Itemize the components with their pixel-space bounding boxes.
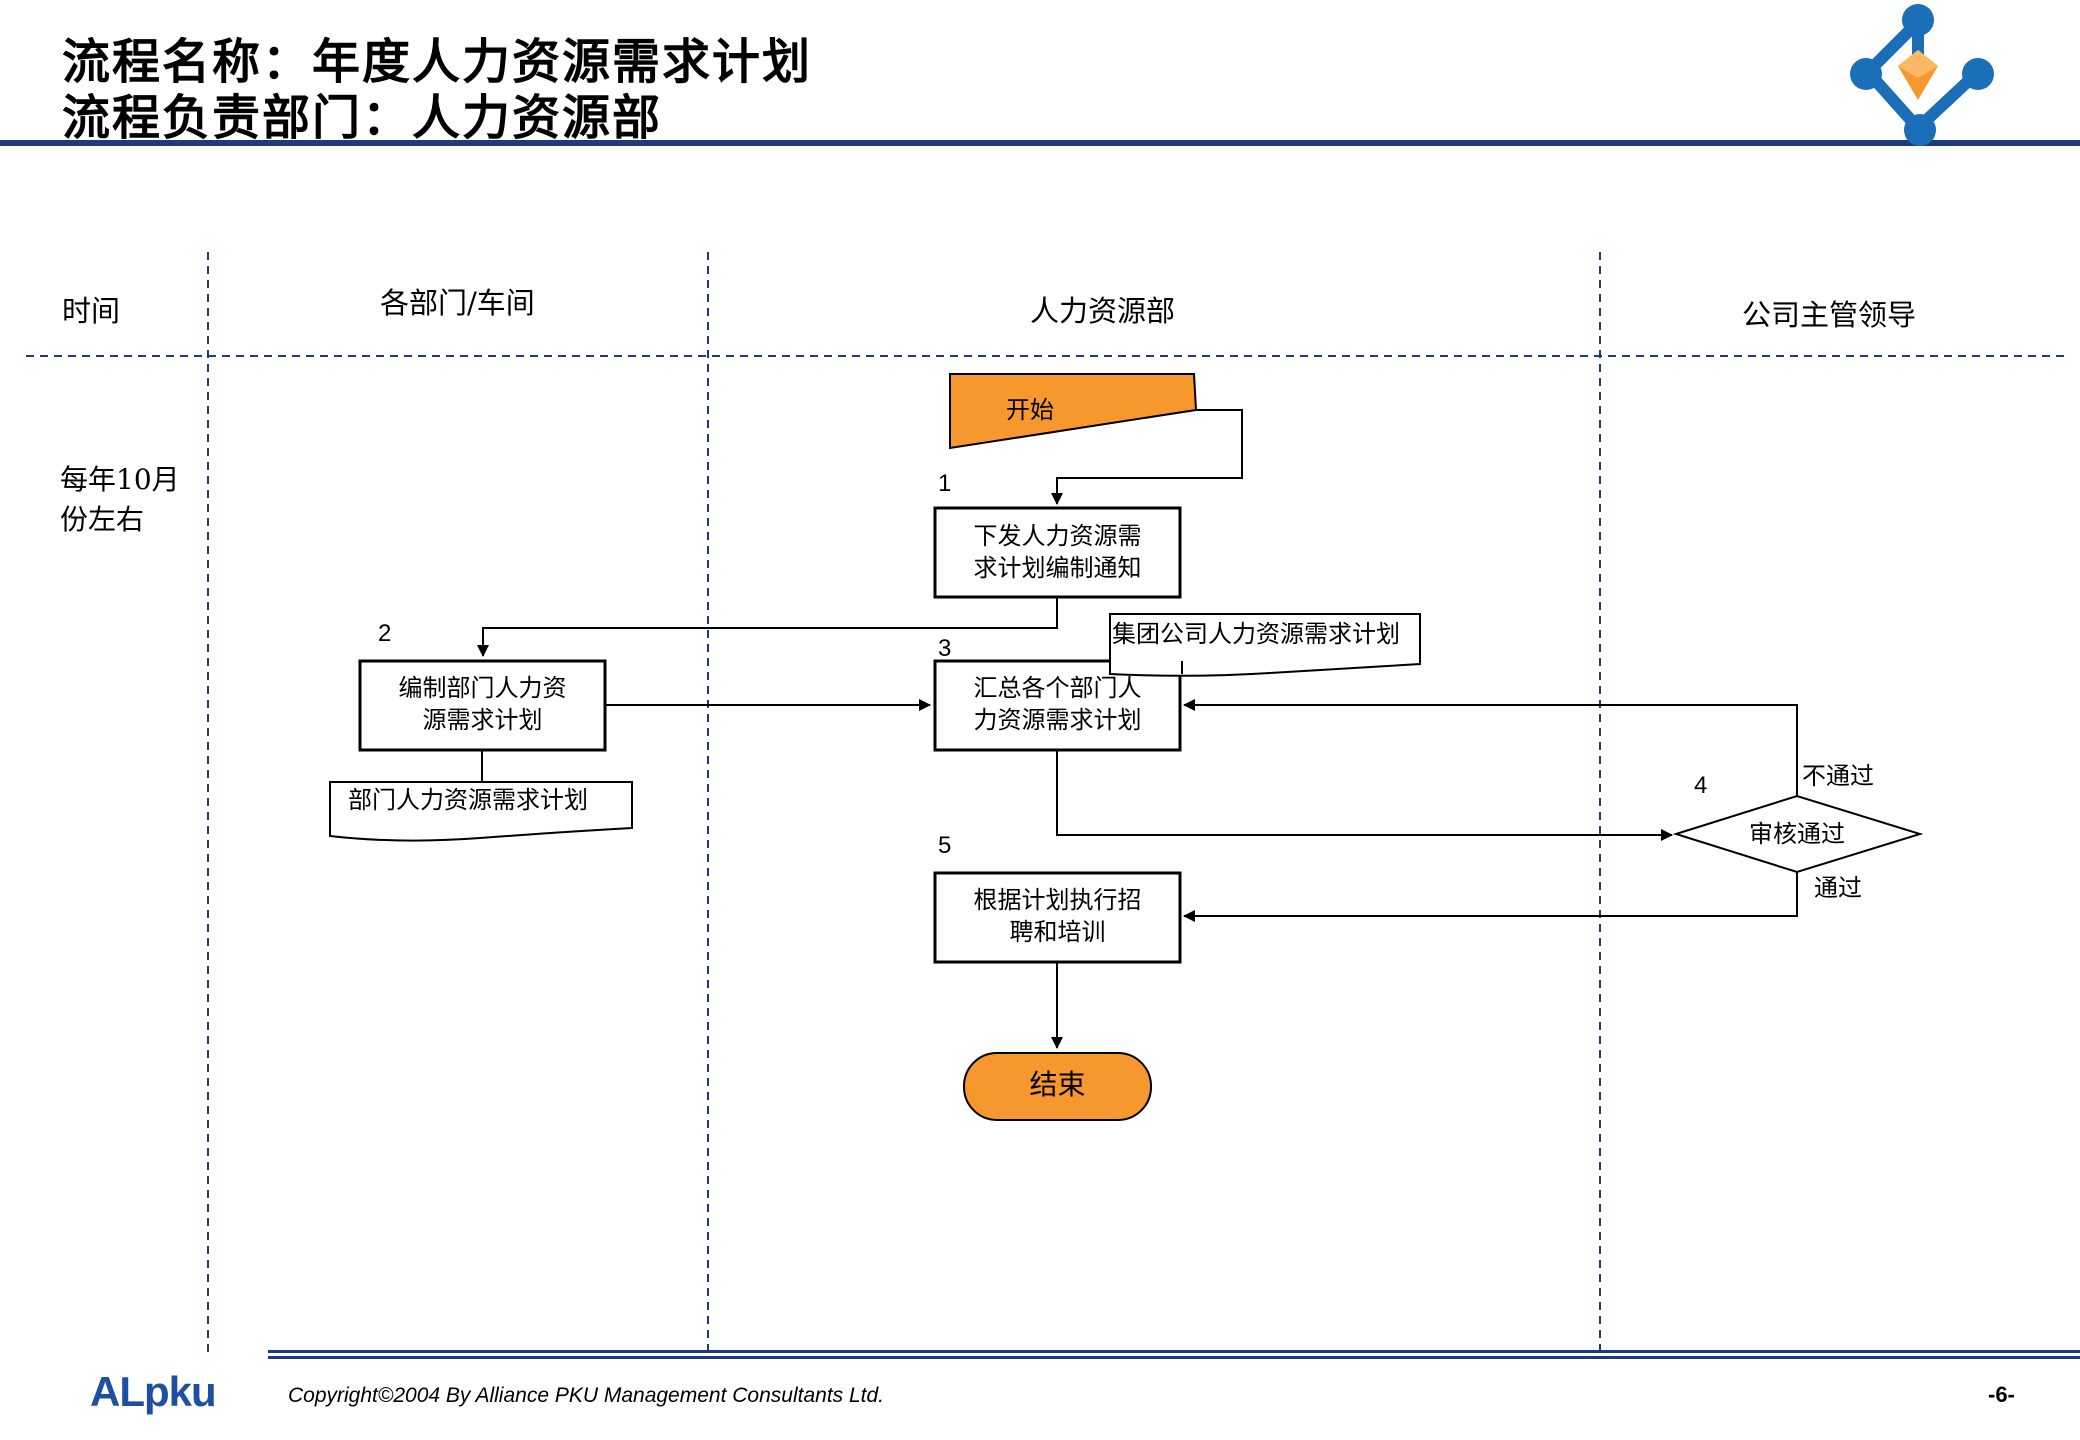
time-note-line2: 份左右 <box>60 503 145 536</box>
header-divider <box>0 140 2080 146</box>
step4-diamond <box>1672 794 1924 874</box>
lane-dividers <box>26 252 2066 1352</box>
end-label: 结束 <box>1029 1068 1086 1101</box>
step1-label-line1: 下发人力资源需 <box>973 522 1142 550</box>
step1-number: 1 <box>938 470 952 497</box>
start-label: 开始 <box>1006 396 1054 424</box>
step3-label-line2: 力资源需求计划 <box>973 706 1142 734</box>
connector-step1-step2 <box>477 597 1058 657</box>
step2-label-line1: 编制部门人力资 <box>398 674 567 702</box>
page-number: -6- <box>1988 1382 2015 1407</box>
end-shape <box>963 1052 1152 1121</box>
step2-label-line2: 源需求计划 <box>422 706 543 734</box>
copyright-text: Copyright©2004 By Alliance PKU Managemen… <box>288 1384 885 1407</box>
group-plan-document-label: 集团公司人力资源需求计划 <box>1112 620 1400 648</box>
step1-label-line2: 求计划编制通知 <box>973 554 1142 582</box>
step3-number: 3 <box>938 635 952 662</box>
company-logo-icon <box>1850 4 1994 146</box>
lane-header-dept: 各部门/车间 <box>380 286 535 320</box>
start-shape <box>949 373 1198 450</box>
lane-header-time: 时间 <box>62 294 121 328</box>
step5-number: 5 <box>938 832 952 859</box>
step4-number: 4 <box>1694 772 1708 799</box>
step5-label-line1: 根据计划执行招 <box>973 886 1142 914</box>
dept-plan-document-shape <box>329 781 633 842</box>
connector-pass-step5 <box>1183 872 1798 922</box>
footer-divider <box>268 1350 2080 1362</box>
step3-label-line1: 汇总各个部门人 <box>973 674 1142 702</box>
step5-label-line2: 聘和培训 <box>1009 918 1106 946</box>
connector-start-step1 <box>1051 409 1243 505</box>
lane-header-leader: 公司主管领导 <box>1742 298 1917 332</box>
time-note-line1: 每年10月 <box>60 463 180 496</box>
process-name-title: 流程名称：年度人力资源需求计划 <box>62 34 813 90</box>
branch-fail-label: 不通过 <box>1802 762 1874 790</box>
connector-step3-step4 <box>1056 750 1673 841</box>
dept-plan-document-label: 部门人力资源需求计划 <box>348 786 588 814</box>
step2-number: 2 <box>378 620 392 647</box>
step4-label: 审核通过 <box>1749 820 1845 848</box>
group-plan-document-shape <box>1109 613 1421 677</box>
responsible-dept-title: 流程负责部门：人力资源部 <box>62 90 663 146</box>
lane-header-hr: 人力资源部 <box>1030 294 1176 328</box>
branch-pass-label: 通过 <box>1814 874 1862 902</box>
connector-fail-step3 <box>1183 699 1798 796</box>
footer-brand-logo: ALpku <box>90 1368 217 1415</box>
